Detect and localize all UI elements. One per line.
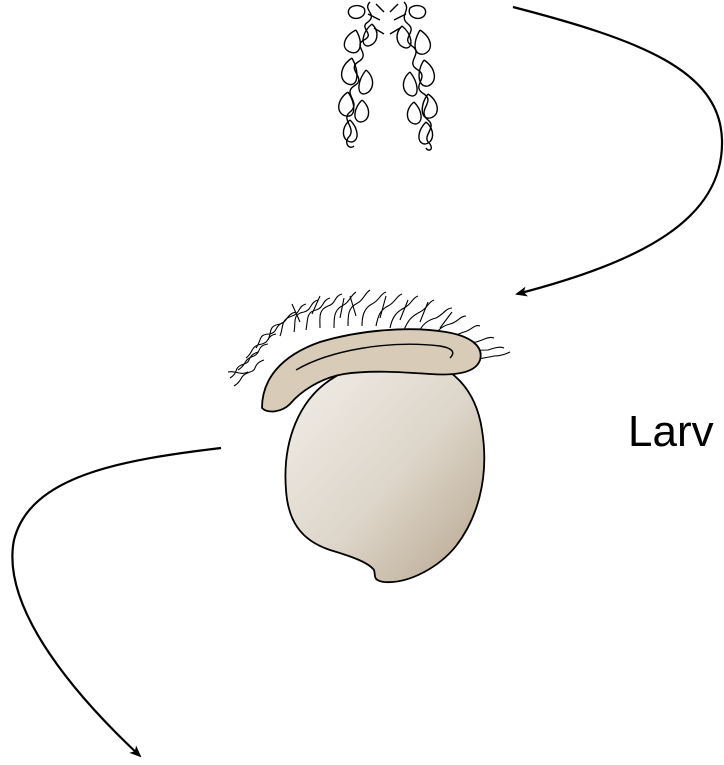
- larva-shell: [285, 358, 484, 582]
- arrow-to-larva: [513, 7, 722, 294]
- larva-icon: [228, 290, 510, 582]
- sperm-cluster-left: [339, 2, 384, 147]
- sperm-cluster-icon: [339, 2, 438, 150]
- sperm-cluster-right: [390, 2, 437, 150]
- stage-label-larva: Larv: [628, 410, 714, 454]
- arrow-from-larva: [12, 448, 221, 756]
